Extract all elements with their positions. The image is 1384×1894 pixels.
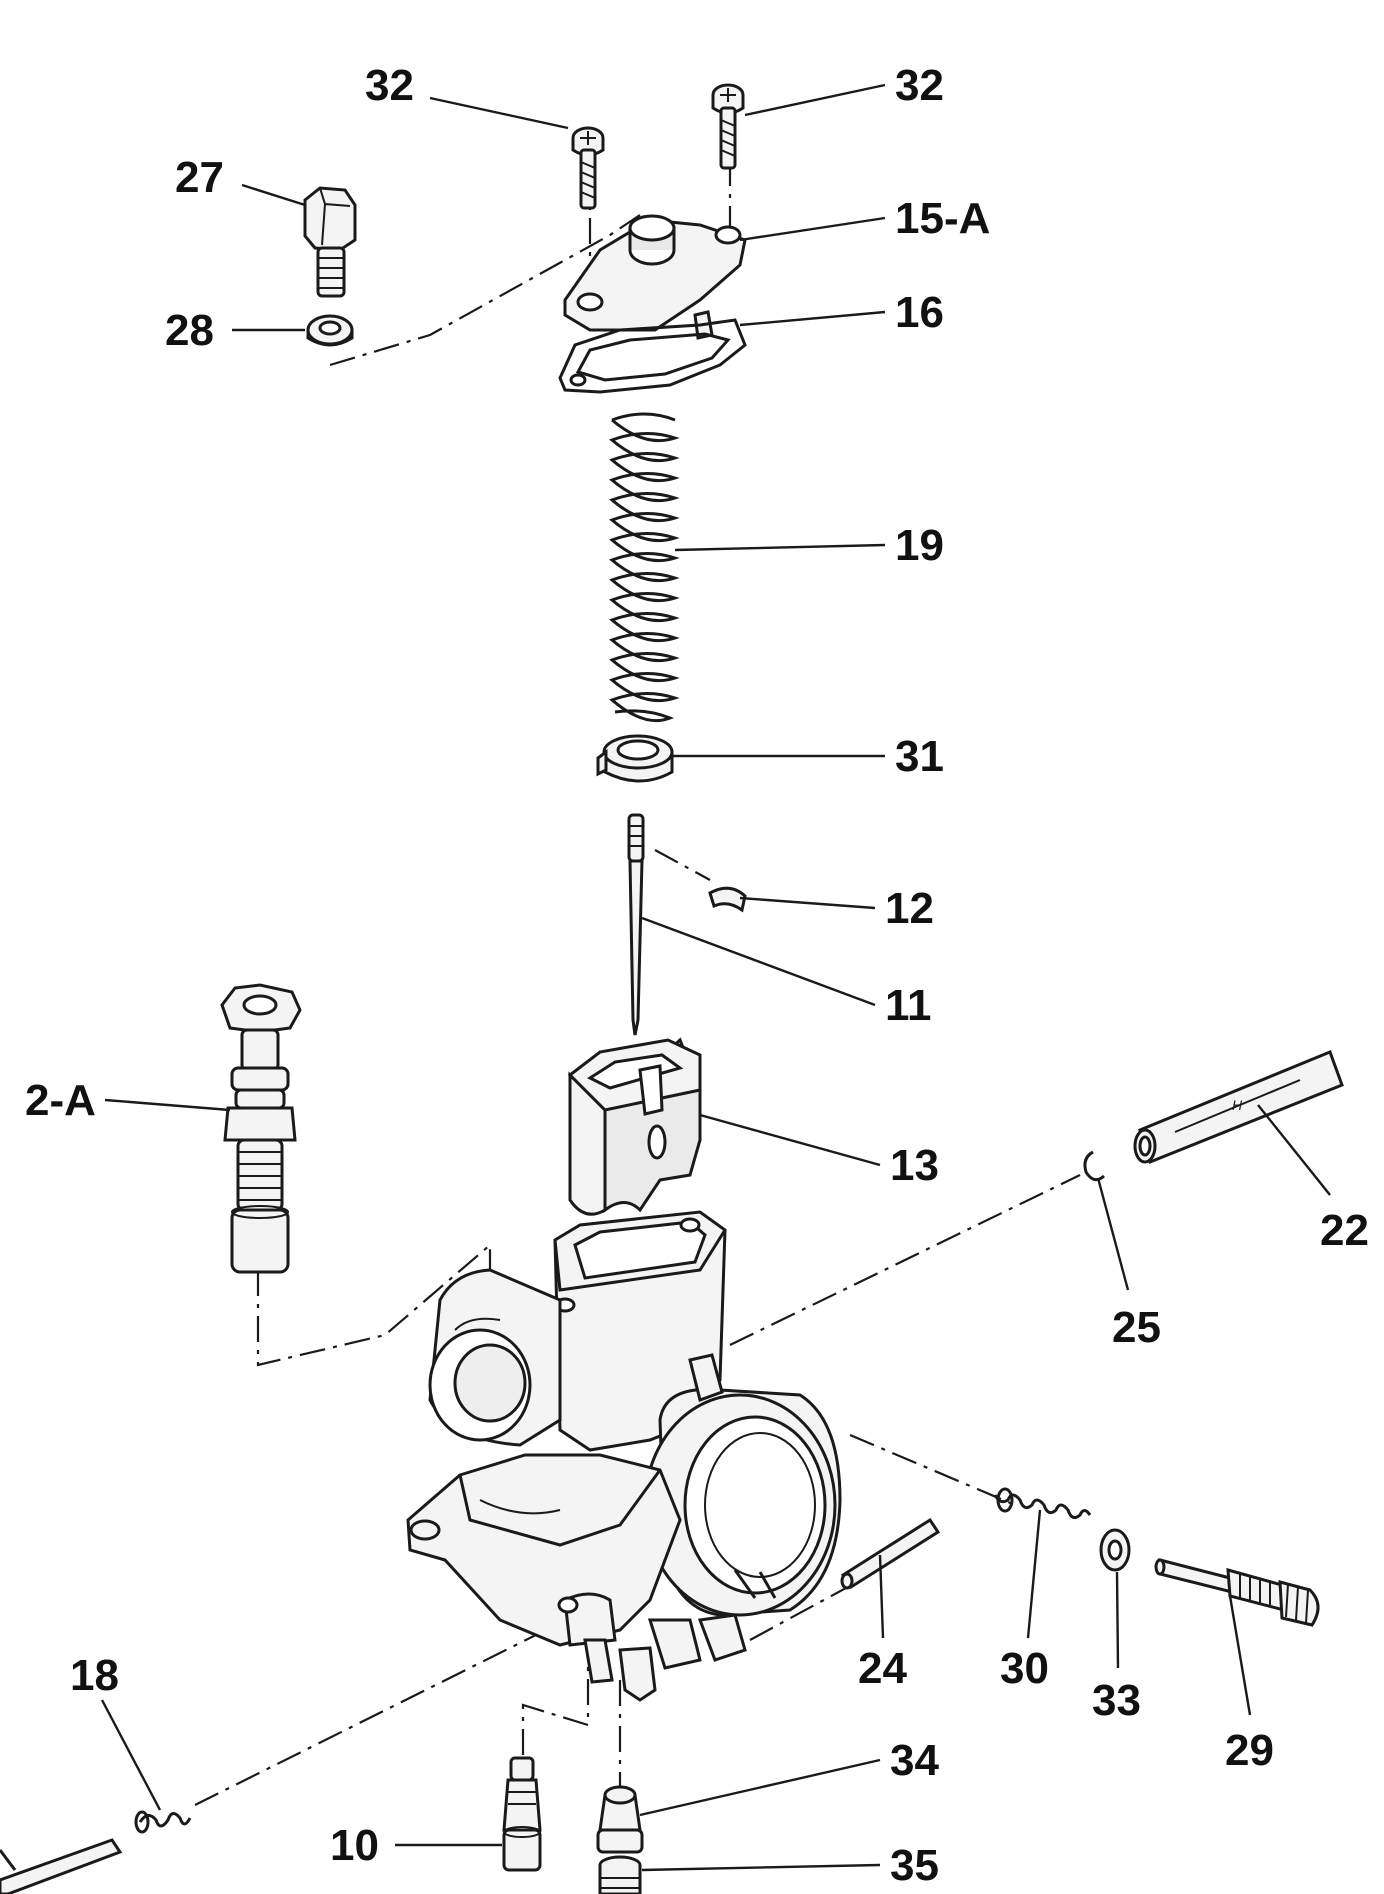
callout-10: 10	[330, 1821, 379, 1870]
part-27-cable-adjuster	[305, 188, 355, 296]
callout-18: 18	[70, 1651, 119, 1700]
part-32-screw-right	[713, 85, 743, 168]
leader-34	[639, 1758, 881, 1817]
callout-12: 12	[885, 884, 934, 933]
callout-11: 11	[885, 981, 932, 1030]
callout-24: 24	[858, 1644, 907, 1693]
leader-33	[1115, 1571, 1120, 1669]
leader-25	[1096, 1177, 1130, 1291]
leader-2a	[104, 1098, 231, 1112]
leader-15a	[739, 216, 886, 242]
part-12-needle-clip	[710, 888, 745, 910]
part-10-pilot-jet	[504, 1758, 540, 1870]
leader-18	[100, 1699, 162, 1811]
part-18-spring	[136, 1812, 190, 1832]
callout-16: 16	[895, 288, 944, 337]
part-11-jet-needle	[629, 815, 643, 1035]
part-35-needle-jet	[600, 1857, 640, 1894]
alignment-line-body-30	[849, 1433, 1016, 1507]
leader-12	[739, 896, 876, 910]
alignment-line-18-body	[194, 1617, 571, 1806]
callout-32-left: 32	[365, 61, 414, 110]
leader-19	[674, 543, 886, 552]
callout-13: 13	[890, 1141, 939, 1190]
callout-31: 31	[895, 732, 944, 781]
leader-16	[739, 310, 886, 327]
callout-29: 29	[1225, 1726, 1274, 1775]
part-29-adjust-screw	[1156, 1560, 1318, 1625]
alignment-line-27-cover	[329, 214, 641, 367]
callout-labels: 32 32 27 15-A 28 16 19 31 12 11 2-A 13 2…	[25, 61, 1369, 1890]
part-15a-top-cover	[565, 216, 745, 338]
callout-35: 35	[890, 1841, 939, 1890]
leader-22	[1257, 1104, 1331, 1196]
part-19-spring	[612, 414, 675, 721]
callout-28: 28	[165, 306, 214, 355]
leader-24	[878, 1554, 885, 1639]
part-30-spring	[995, 1489, 1090, 1518]
callout-19: 19	[895, 521, 944, 570]
part-2a-starter-plunger	[222, 985, 300, 1272]
part-34-main-jet	[598, 1787, 642, 1852]
part-25-clip-ring	[1085, 1152, 1104, 1180]
part-33-washer	[1101, 1530, 1129, 1570]
leader-30	[1026, 1509, 1042, 1639]
callout-22: 22	[1320, 1206, 1369, 1255]
alignment-line-body-25	[729, 1174, 1081, 1346]
callout-32-right: 32	[895, 61, 944, 110]
alignment-line-10-body	[521, 1660, 590, 1755]
part-16-gasket	[560, 320, 745, 392]
carburetor-body	[408, 1212, 840, 1700]
part-13-throttle-slide	[570, 1040, 700, 1214]
part-22-marking: H	[1232, 1097, 1243, 1113]
part-22-cable-tube: H	[1135, 1052, 1342, 1162]
alignment-line-needle-clip	[654, 849, 711, 881]
part-partial-left-edge	[0, 1840, 120, 1894]
leader-32-right	[744, 83, 886, 117]
part-32-screw-left	[573, 128, 603, 208]
alignment-lines	[194, 160, 1081, 1806]
callout-33: 33	[1092, 1676, 1141, 1725]
callout-25: 25	[1112, 1303, 1161, 1352]
callout-30: 30	[1000, 1644, 1049, 1693]
leader-27	[241, 183, 306, 207]
part-24-pin	[842, 1520, 938, 1588]
callout-2a: 2-A	[25, 1076, 96, 1125]
leader-32-left	[429, 96, 569, 130]
leader-29	[1228, 1595, 1252, 1716]
callout-27: 27	[175, 153, 224, 202]
leader-lines	[100, 83, 1331, 1872]
alignment-line-2a-body	[256, 1242, 492, 1380]
part-31-needle-retainer	[598, 736, 672, 781]
part-28-lock-nut	[308, 316, 352, 345]
leader-35	[641, 1863, 881, 1872]
callout-34: 34	[890, 1736, 939, 1785]
leader-11	[641, 916, 876, 1007]
leader-13	[699, 1113, 881, 1167]
callout-15a: 15-A	[895, 194, 990, 243]
